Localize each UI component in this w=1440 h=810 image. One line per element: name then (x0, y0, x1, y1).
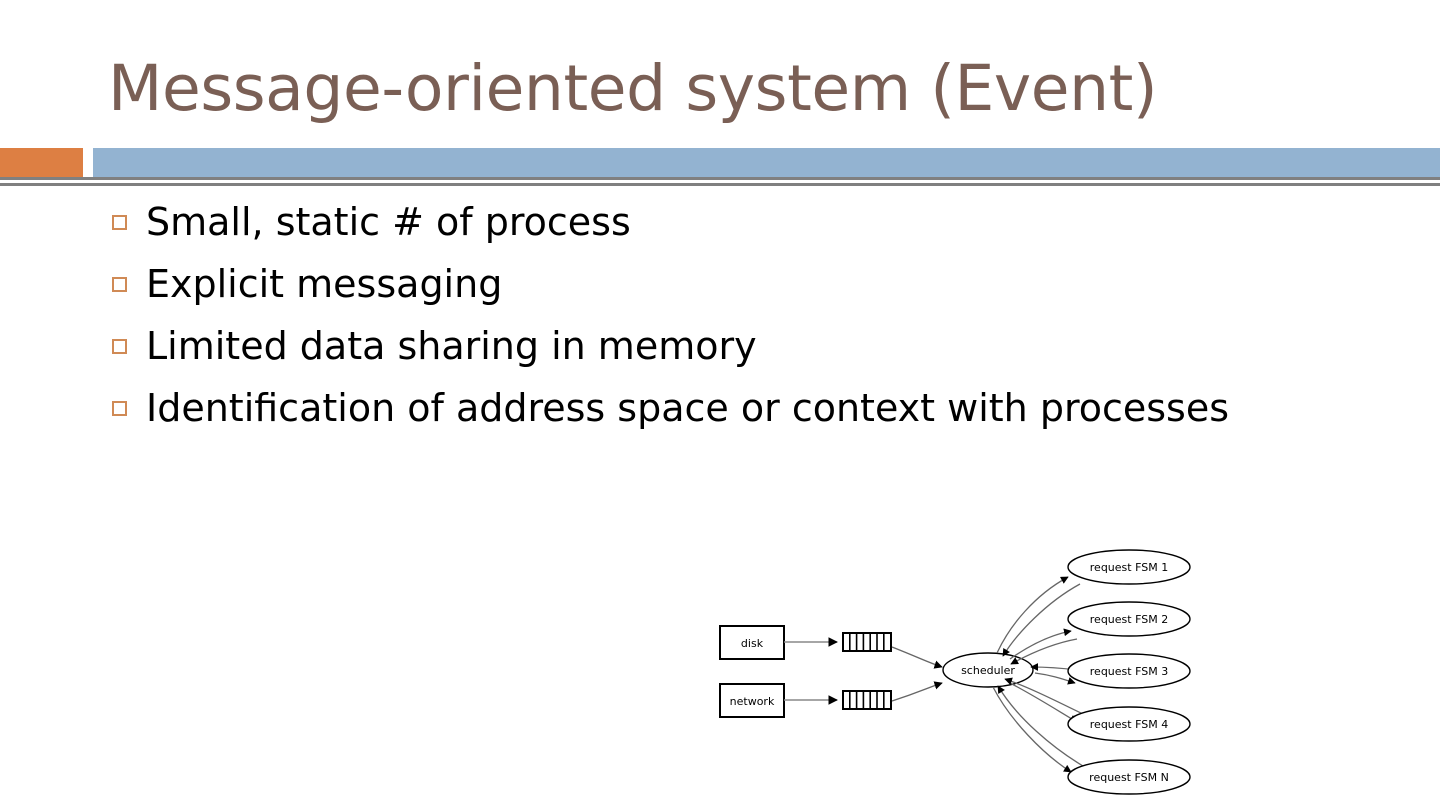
edge-scheduler-to-fsm-1 (996, 576, 1069, 654)
edge-scheduler-to-fsm-n (992, 686, 1072, 773)
list-item: Identification of address space or conte… (104, 382, 1234, 435)
list-item-label: Limited data sharing in memory (146, 324, 757, 368)
source-node-disk-label: disk (741, 637, 764, 650)
accent-bar-blue (93, 148, 1440, 177)
queue-network (842, 690, 892, 710)
fsm-node-n-label: request FSM N (1089, 771, 1169, 784)
fsm-node-n: request FSM N (1067, 759, 1191, 795)
edge-fsm-1-to-scheduler (1002, 583, 1081, 657)
fsm-node-4: request FSM 4 (1067, 706, 1191, 742)
edge-diskqueue-to-scheduler (891, 646, 943, 669)
list-item: Limited data sharing in memory (104, 320, 1234, 373)
source-node-network: network (719, 683, 785, 718)
source-node-disk: disk (719, 625, 785, 660)
fsm-node-3: request FSM 3 (1067, 653, 1191, 689)
fsm-node-4-label: request FSM 4 (1090, 718, 1168, 731)
divider-rule-upper (0, 177, 1440, 180)
list-item: Small, static # of process (104, 196, 1234, 249)
scheduler-diagram: disk network (705, 540, 1205, 802)
square-bullet-icon (112, 277, 127, 292)
list-item-label: Explicit messaging (146, 262, 503, 306)
edge-scheduler-to-fsm-4 (1009, 682, 1078, 723)
edge-scheduler-to-fsm-3 (1034, 672, 1076, 685)
edge-fsm-2-to-scheduler (1010, 638, 1078, 665)
page-title: Message-oriented system (Event) (108, 52, 1158, 125)
list-item-label: Small, static # of process (146, 200, 631, 244)
fsm-node-2-label: request FSM 2 (1090, 613, 1168, 626)
edge-networkqueue-to-scheduler (891, 681, 943, 702)
fsm-node-3-label: request FSM 3 (1090, 665, 1168, 678)
list-item: Explicit messaging (104, 258, 1234, 311)
scheduler-node-label: scheduler (961, 664, 1015, 677)
square-bullet-icon (112, 401, 127, 416)
queue-disk (842, 632, 892, 652)
edge-scheduler-to-fsm-2 (1009, 628, 1072, 660)
list-item-label: Identification of address space or conte… (146, 386, 1230, 430)
edge-fsm-n-to-scheduler (997, 685, 1084, 767)
square-bullet-icon (112, 339, 127, 354)
bullet-list: Small, static # of process Explicit mess… (104, 196, 1234, 444)
fsm-node-1-label: request FSM 1 (1090, 561, 1168, 574)
accent-bar-orange (0, 148, 83, 177)
source-node-network-label: network (730, 695, 775, 708)
divider-rule-lower (0, 183, 1440, 186)
fsm-node-2: request FSM 2 (1067, 601, 1191, 637)
square-bullet-icon (112, 215, 127, 230)
fsm-node-1: request FSM 1 (1067, 549, 1191, 585)
scheduler-node: scheduler (942, 652, 1034, 688)
edge-fsm-4-to-scheduler (1004, 677, 1084, 715)
